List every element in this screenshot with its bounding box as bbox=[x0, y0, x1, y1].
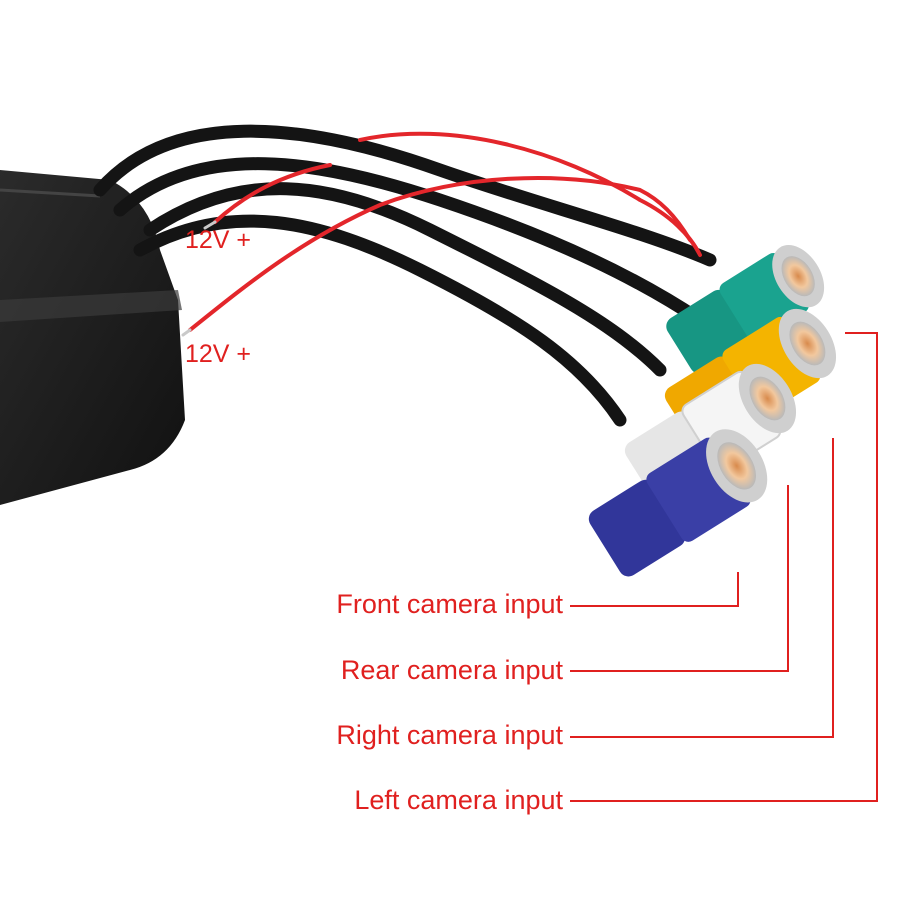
red-wires bbox=[188, 131, 702, 332]
left-camera-label: Left camera input bbox=[354, 785, 563, 815]
power-label-upper: 12V + bbox=[185, 226, 252, 254]
leader-lines bbox=[570, 332, 878, 802]
front-camera-label: Front camera input bbox=[336, 589, 563, 619]
black-cables bbox=[93, 124, 717, 427]
wire-tips bbox=[181, 220, 217, 337]
right-camera-label: Right camera input bbox=[336, 720, 563, 750]
rear-camera-label: Rear camera input bbox=[340, 655, 563, 685]
blue-rca-plug bbox=[588, 429, 768, 577]
power-label-lower: 12V + bbox=[185, 340, 252, 368]
